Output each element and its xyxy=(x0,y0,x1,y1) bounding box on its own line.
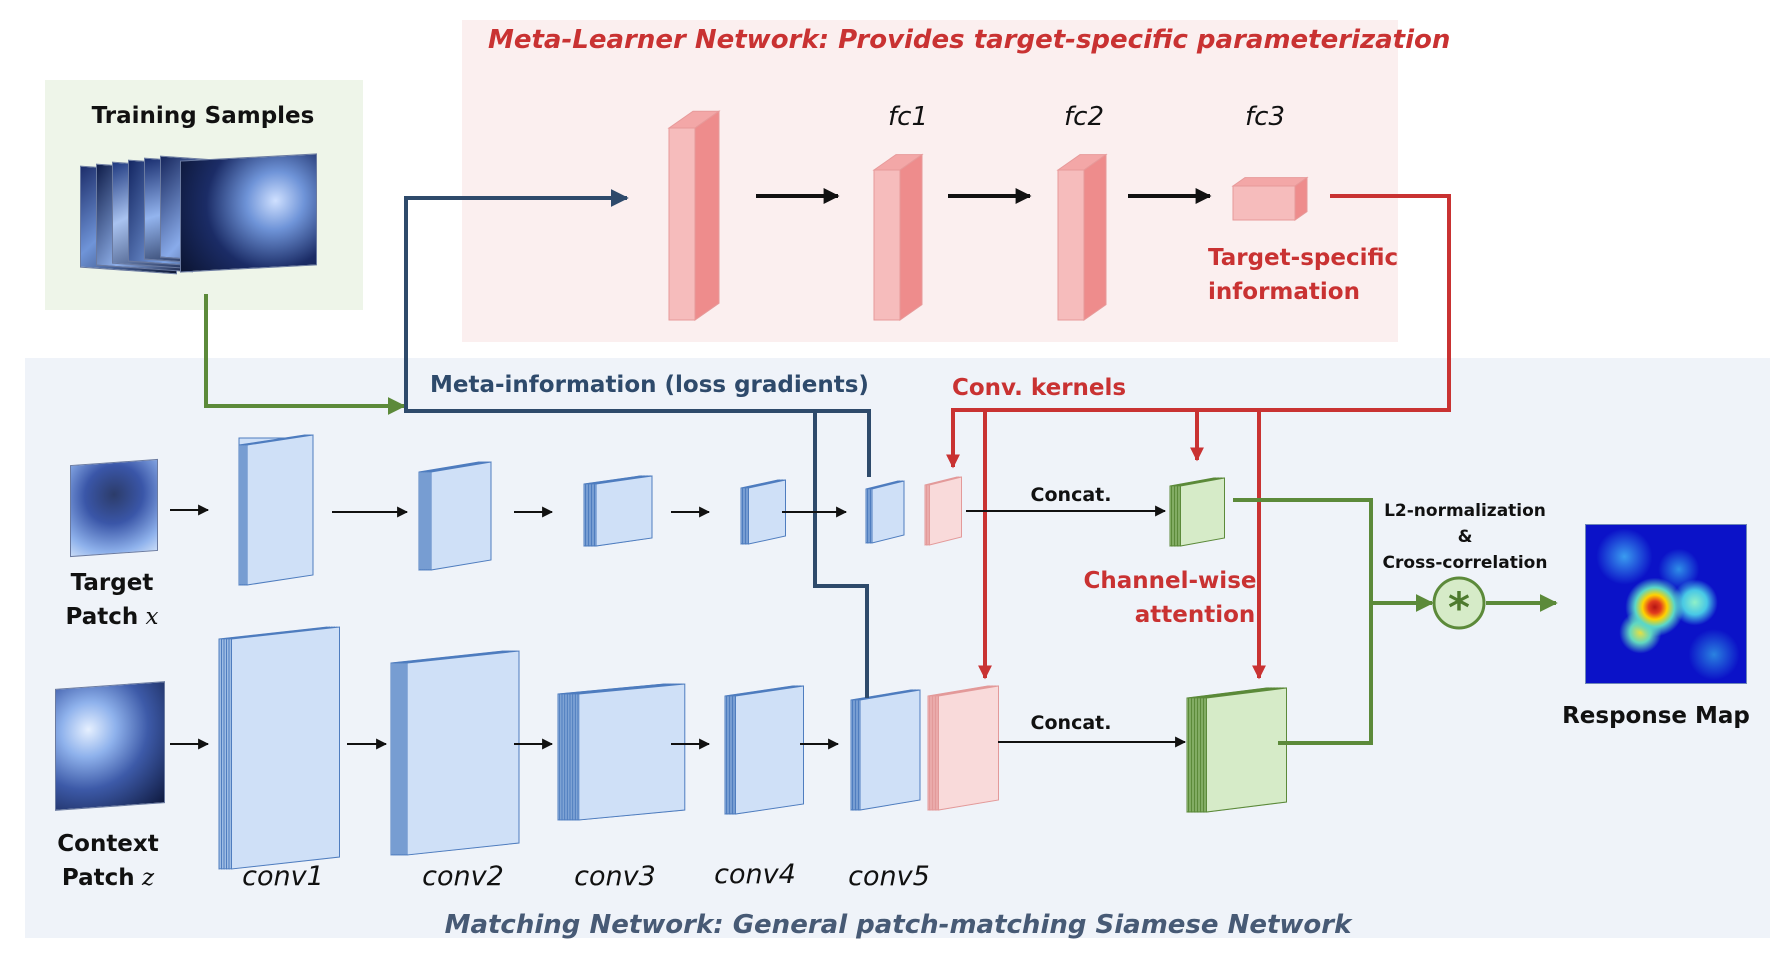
channel-attention-label-2: attention xyxy=(1134,602,1256,628)
l2-normalization-label-3: Cross-correlation xyxy=(1382,553,1548,573)
bottom-conv3-stack xyxy=(557,683,686,821)
bottom-conv4-stack-sheet xyxy=(735,685,804,815)
meta-information-branch xyxy=(813,411,869,698)
meta-input-block-front xyxy=(668,127,696,321)
fc1-label: fc1 xyxy=(888,102,928,132)
top-attention-stack xyxy=(1169,477,1225,547)
conv4-label: conv4 xyxy=(714,859,796,890)
meta-input-block xyxy=(667,110,721,321)
fc2-block-side xyxy=(1083,153,1107,321)
fc2-block-front xyxy=(1057,169,1085,321)
top-conv1-stack-sheets xyxy=(238,434,314,586)
bottom-attention-stack xyxy=(1186,687,1287,813)
fc2-label: fc2 xyxy=(1064,102,1104,132)
top-conv5-stack xyxy=(865,480,905,544)
response-map-image xyxy=(1585,524,1747,684)
bottom-kernel-stack xyxy=(927,685,999,811)
top-kernel-stack xyxy=(924,476,962,546)
matching-network-title: Matching Network: General patch-matching… xyxy=(444,910,1352,940)
feature-map-blocks xyxy=(218,110,1309,870)
conv5-label: conv5 xyxy=(848,861,930,892)
l2-normalization-label-1: L2-normalization xyxy=(1384,501,1546,521)
conv-kernels-label: Conv. kernels xyxy=(952,375,1127,401)
bottom-conv2-stack-sheet xyxy=(406,650,520,856)
context-patch-label-2: Patch z xyxy=(62,867,154,890)
target-patch-label-1: Target xyxy=(70,570,154,596)
response-map-label: Response Map xyxy=(1562,703,1750,729)
target-patch-var: x xyxy=(145,604,159,630)
target-specific-info-label-1: Target-specific xyxy=(1208,245,1399,271)
conv3-label: conv3 xyxy=(574,861,656,892)
top-kernel-stack-sheet xyxy=(929,476,962,546)
top-conv3-stack xyxy=(583,475,653,547)
green-merge-top xyxy=(1233,498,1373,745)
target-patch-word: Patch xyxy=(65,604,139,630)
target-patch-label-2: Patch x xyxy=(65,606,158,629)
bottom-conv5-stack xyxy=(850,689,921,811)
context-patch-word: Patch xyxy=(61,865,135,891)
top-conv2-stack-sheet xyxy=(430,461,492,571)
top-conv5-stack-sheet xyxy=(871,480,905,544)
fc1-block-side xyxy=(899,153,923,321)
top-attention-stack-sheet xyxy=(1180,477,1225,547)
bottom-conv2-stack xyxy=(390,650,520,856)
concat-bottom-label: Concat. xyxy=(1030,712,1112,734)
top-conv3-stack-sheet xyxy=(595,475,653,547)
channel-attention-label-1: Channel-wise xyxy=(1083,568,1257,594)
concat-top-label: Concat. xyxy=(1030,484,1112,506)
cross-correlation-circle xyxy=(1432,576,1486,630)
top-conv1-stack-sheets-sheet xyxy=(246,434,314,586)
meta-input-block-side xyxy=(694,110,720,321)
context-patch-var: z xyxy=(141,865,155,891)
top-conv2-stack xyxy=(418,461,492,571)
conv2-label: conv2 xyxy=(422,861,504,892)
meta-learner-title: Meta-Learner Network: Provides target-sp… xyxy=(488,25,1451,55)
fc3-label: fc3 xyxy=(1245,102,1285,132)
fc1-block-front xyxy=(873,169,901,321)
training-samples-title: Training Samples xyxy=(91,103,315,129)
bottom-conv5-stack-sheet xyxy=(859,689,921,811)
fc1-block xyxy=(872,153,924,321)
bottom-conv3-stack-sheet xyxy=(578,683,686,821)
target-specific-info-label-2: information xyxy=(1208,279,1360,305)
meta-information-arrow xyxy=(404,189,871,477)
conv1-label: conv1 xyxy=(242,861,324,892)
meta-information-label: Meta-information (loss gradients) xyxy=(430,372,869,398)
cross-correlation-operator: * xyxy=(1448,583,1470,632)
context-patch-label-1: Context xyxy=(57,831,159,857)
fc3-block-front xyxy=(1232,185,1296,221)
fc3-block-top xyxy=(1231,177,1309,187)
bottom-conv1-stack-sheet xyxy=(231,626,340,870)
bottom-conv4-stack xyxy=(724,685,804,815)
top-conv4-stack xyxy=(740,479,786,545)
fc3-block xyxy=(1231,176,1309,221)
cross-correlation-node: * xyxy=(1432,576,1486,632)
l2-normalization-label-2: & xyxy=(1457,527,1473,547)
fc2-block xyxy=(1056,153,1108,321)
training-samples-arrow xyxy=(204,294,406,415)
connector-arrows xyxy=(170,188,1558,750)
bottom-attention-stack-sheet xyxy=(1206,687,1287,813)
top-conv4-stack-sheet xyxy=(748,479,786,545)
bottom-conv1-stack xyxy=(218,626,340,870)
bottom-kernel-stack-sheet xyxy=(938,685,999,811)
target-specific-info-arrow xyxy=(946,194,1451,469)
